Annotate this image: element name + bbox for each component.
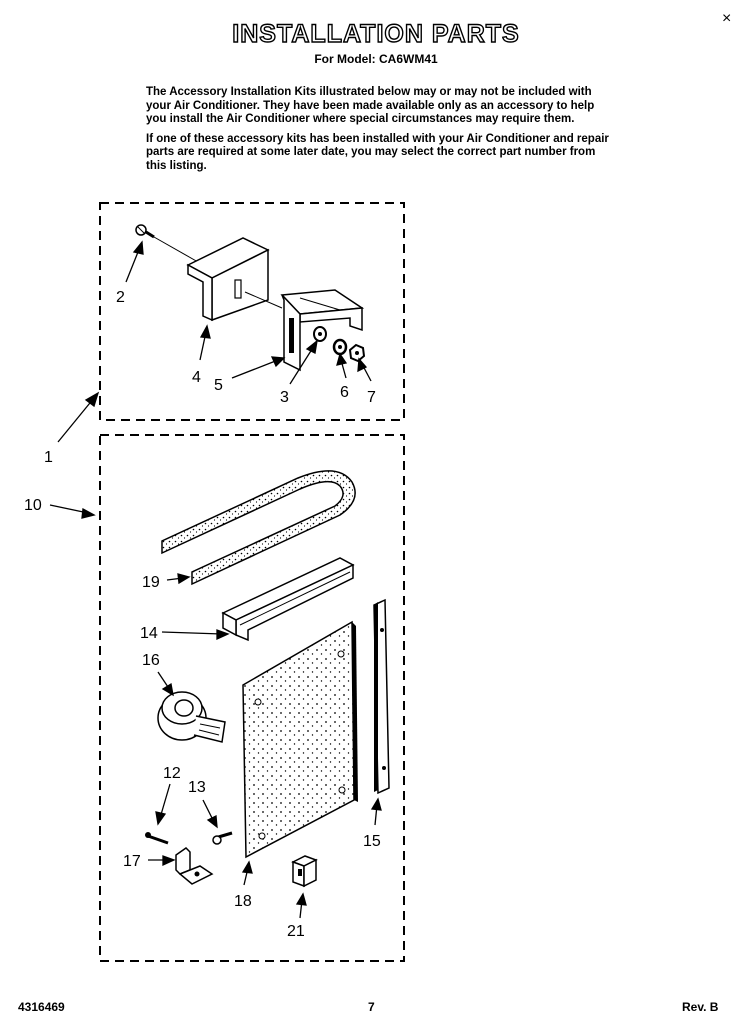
rail-part-14 xyxy=(221,557,355,642)
screw-part-2 xyxy=(135,224,155,239)
leader-lines xyxy=(49,240,382,919)
callout-12: 12 xyxy=(163,765,181,782)
page-title: INSTALLATION PARTS xyxy=(232,19,520,48)
intro-paragraph-1: The Accessory Installation Kits illustra… xyxy=(146,86,595,125)
callout-4: 4 xyxy=(192,369,201,386)
screw-part-12 xyxy=(145,832,169,845)
revision-label: Rev. B xyxy=(682,1000,719,1014)
block-part-21 xyxy=(291,855,318,888)
intro-text: The Accessory Installation Kits illustra… xyxy=(146,86,616,179)
callout-5: 5 xyxy=(214,377,223,394)
tape-roll-part-16 xyxy=(157,691,226,743)
clip-part-17 xyxy=(175,847,214,885)
callout-19: 19 xyxy=(142,574,160,591)
callout-3: 3 xyxy=(280,389,289,406)
bracket-part-5 xyxy=(280,289,365,372)
washer-part-6 xyxy=(332,338,348,356)
callout-6: 6 xyxy=(340,384,349,401)
screw-part-13 xyxy=(212,831,233,845)
kit-1-box xyxy=(99,202,405,421)
document-number: 4316469 xyxy=(18,1000,65,1014)
washer-part-3 xyxy=(313,326,327,342)
callout-17: 17 xyxy=(123,853,141,870)
model-subtitle: For Model: CA6WM41 xyxy=(314,52,438,66)
foam-seal-part-19 xyxy=(161,470,356,586)
callout-2: 2 xyxy=(116,289,125,306)
bracket-part-4 xyxy=(186,237,270,322)
callout-7: 7 xyxy=(367,389,376,406)
callout-18: 18 xyxy=(234,893,252,910)
callout-16: 16 xyxy=(142,652,160,669)
callout-10: 10 xyxy=(24,497,42,514)
intro-paragraph-2: If one of these accessory kits has been … xyxy=(146,132,609,172)
callout-1: 1 xyxy=(44,449,53,466)
callout-21: 21 xyxy=(287,923,305,940)
callout-13: 13 xyxy=(188,779,206,796)
corner-mark: × xyxy=(722,10,732,27)
page-number: 7 xyxy=(368,1000,375,1014)
side-strip-part-15 xyxy=(373,598,390,795)
callout-15: 15 xyxy=(363,833,381,850)
panel-part-18 xyxy=(242,620,358,859)
nut-part-7 xyxy=(348,343,366,363)
kit-10-box xyxy=(99,434,405,962)
callout-14: 14 xyxy=(140,625,158,642)
